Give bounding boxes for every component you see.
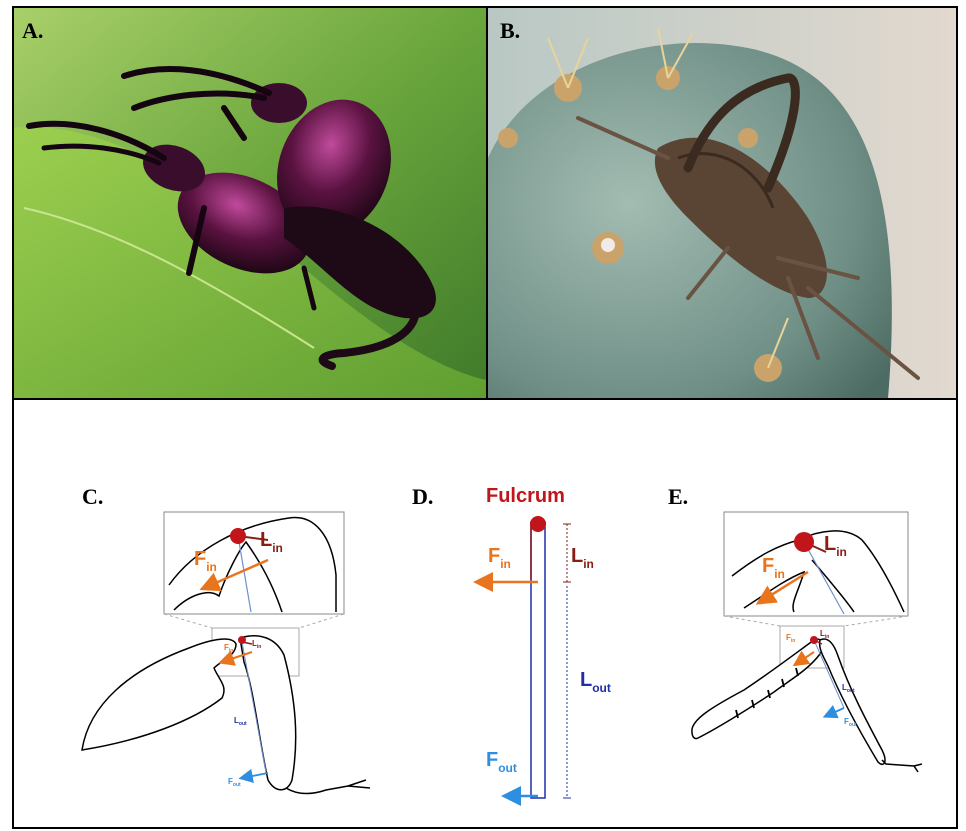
panel-label-a: A. xyxy=(22,18,43,44)
fulcrum-c xyxy=(238,636,246,644)
inset-fulcrum-e xyxy=(794,532,814,552)
photo-bug-on-cactus: B. xyxy=(486,6,958,400)
femur-outline-c xyxy=(82,639,236,750)
fin-label-e: Fin xyxy=(786,633,795,644)
diagram-c: Fin Lin Fin Lin Lout Fout xyxy=(82,512,370,794)
femur-outline-e xyxy=(692,639,823,738)
fin-label-d: Fin xyxy=(488,545,511,571)
tarsus-outline-c xyxy=(286,780,370,794)
fout-arrow-c xyxy=(242,773,268,778)
fout-label-c: Fout xyxy=(228,777,241,788)
lever-diagrams: Fin Lin Fin Lin Lout Fout xyxy=(14,400,956,827)
lever-bar-d xyxy=(531,522,545,798)
panel-label-e: E. xyxy=(668,484,688,510)
beetle-photo-illustration xyxy=(14,8,486,398)
panel-label-b: B. xyxy=(500,18,520,44)
cactus-photo-illustration xyxy=(488,8,956,398)
fulcrum-e xyxy=(810,636,818,644)
tarsus-outline-e xyxy=(882,760,922,772)
diagram-e: Fin Lin Fi xyxy=(692,512,922,772)
lin-label-d: Lin xyxy=(571,545,594,571)
fout-label-d: Fout xyxy=(486,749,517,775)
fout-arrow-e xyxy=(826,708,844,716)
lin-label-e: Lin xyxy=(820,629,829,640)
lout-label-c: Lout xyxy=(234,716,247,727)
cactus-pad xyxy=(488,43,892,398)
tibia-outline-c xyxy=(240,636,296,790)
panel-label-d: D. xyxy=(412,484,433,510)
diagram-d: Fulcrum Fin Lin Lout Fout xyxy=(478,485,611,798)
cactus-spot xyxy=(601,238,615,252)
fulcrum-label: Fulcrum xyxy=(486,485,565,507)
lout-label-d: Lout xyxy=(580,669,611,695)
inset-connector-e xyxy=(724,616,908,626)
fulcrum-d xyxy=(530,516,546,532)
inset-connector-c xyxy=(164,614,344,628)
inset-fulcrum-c xyxy=(230,528,246,544)
lever-diagrams-panel: Fin Lin Fin Lin Lout Fout xyxy=(12,398,958,829)
panel-label-c: C. xyxy=(82,484,103,510)
photo-beetles-on-leaf: A. xyxy=(12,6,488,400)
tibia-outline-e xyxy=(820,639,885,764)
